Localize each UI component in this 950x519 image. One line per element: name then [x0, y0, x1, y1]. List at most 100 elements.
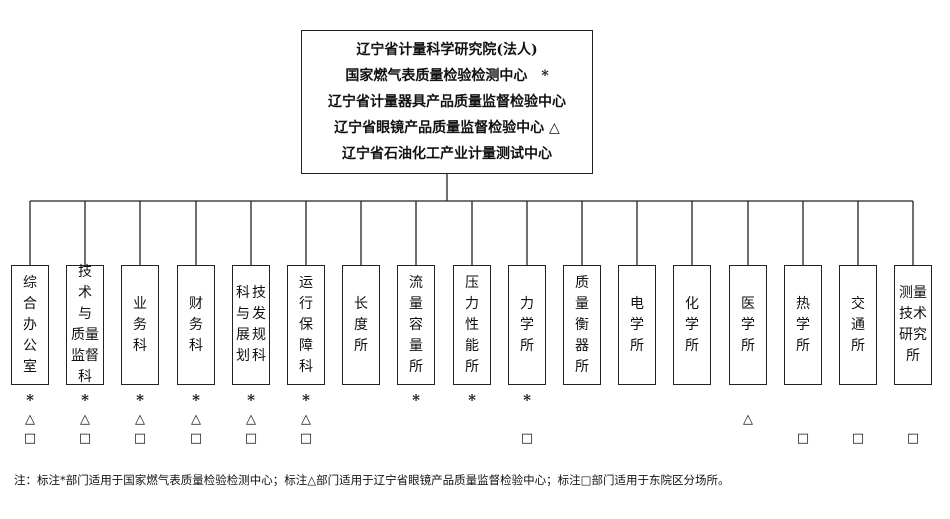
- department-label-char: 长: [354, 295, 368, 312]
- department-label-char: 度: [354, 316, 368, 333]
- department-mark-tri: △: [743, 412, 753, 427]
- department-box: 压力性能所: [453, 265, 491, 385]
- department-mark-star: *: [26, 391, 34, 409]
- department-label-char: 容: [409, 316, 423, 333]
- department-label-char: 与: [78, 306, 92, 322]
- department-mark-box: □: [189, 431, 203, 446]
- department-mark-box: □: [78, 431, 92, 446]
- department-label-char: 所: [741, 337, 755, 354]
- department-label-char: 办: [23, 316, 37, 333]
- root-organization-box: 辽宁省计量科学研究院(法人)国家燃气表质量检验检测中心 *辽宁省计量器具产品质量…: [301, 30, 593, 174]
- department-label-char: 术: [78, 285, 92, 301]
- department-label-char: 所: [465, 358, 479, 375]
- department-label-char: 科: [189, 337, 203, 354]
- department-label-char: 展: [236, 327, 250, 343]
- department-box: 综合办公室: [11, 265, 49, 385]
- department-label-char: 质: [575, 274, 589, 291]
- root-title-line: 辽宁省眼镜产品质量监督检验中心 △: [334, 120, 560, 136]
- department-label-char: 技: [78, 264, 92, 280]
- department-box: 业务科: [121, 265, 159, 385]
- department-box: 测量技术研究所: [894, 265, 932, 385]
- department-label-char: 学: [796, 316, 810, 333]
- department-label-char: 量: [409, 337, 423, 354]
- department-label-char: 力: [465, 295, 479, 312]
- department-mark-star: *: [81, 391, 89, 409]
- department-mark-box: □: [520, 431, 534, 446]
- department-mark-box: □: [23, 431, 37, 446]
- department-label-char: 量: [575, 295, 589, 312]
- department-mark-box: □: [133, 431, 147, 446]
- department-label-char: 监督: [71, 348, 99, 364]
- department-mark-box: □: [796, 431, 810, 446]
- department-label-char: 发: [252, 306, 266, 322]
- department-label-char: 所: [851, 337, 865, 354]
- department-box: 质量衡器所: [563, 265, 601, 385]
- department-mark-box: □: [851, 431, 865, 446]
- department-label-char: 化: [685, 295, 699, 312]
- department-box: 运行保障科: [287, 265, 325, 385]
- department-label-char: 测量: [899, 285, 927, 301]
- department-label-char: 科: [252, 348, 266, 364]
- department-label-char: 科: [133, 337, 147, 354]
- department-label-char: 划: [236, 348, 250, 364]
- department-label-char: 压: [465, 274, 479, 291]
- department-mark-tri: △: [246, 412, 256, 427]
- department-label-char: 衡: [575, 316, 589, 333]
- department-label-char: 学: [685, 316, 699, 333]
- department-label-char: 学: [520, 316, 534, 333]
- department-label-char: 合: [23, 295, 37, 312]
- department-mark-star: *: [136, 391, 144, 409]
- department-label-char: 所: [520, 337, 534, 354]
- department-box: 医学所: [729, 265, 767, 385]
- department-label-char: 所: [354, 337, 368, 354]
- department-label-char: 障: [299, 337, 313, 354]
- department-mark-star: *: [523, 391, 531, 409]
- root-title-line: 辽宁省石油化工产业计量测试中心: [342, 146, 552, 162]
- department-label-char: 研究: [899, 327, 927, 343]
- department-box: 财务科: [177, 265, 215, 385]
- root-title-line: 辽宁省计量科学研究院(法人): [356, 42, 538, 58]
- department-mark-tri: △: [135, 412, 145, 427]
- department-box: 科与展划技发规科: [232, 265, 270, 385]
- department-box: 电学所: [618, 265, 656, 385]
- department-box: 长度所: [342, 265, 380, 385]
- department-mark-box: □: [244, 431, 258, 446]
- department-label-char: 行: [299, 295, 313, 312]
- department-label-char: 室: [23, 358, 37, 375]
- department-label-char: 运: [299, 274, 313, 291]
- department-mark-tri: △: [25, 412, 35, 427]
- department-mark-star: *: [468, 391, 476, 409]
- department-label-char: 交: [851, 295, 865, 312]
- department-label-char: 流: [409, 274, 423, 291]
- department-label-char: 科: [299, 358, 313, 375]
- department-label-char: 所: [409, 358, 423, 375]
- department-mark-star: *: [302, 391, 310, 409]
- department-label-char: 热: [796, 295, 810, 312]
- department-mark-box: □: [906, 431, 920, 446]
- department-mark-star: *: [247, 391, 255, 409]
- department-label-char: 与: [236, 306, 250, 322]
- department-label-char: 性: [465, 316, 479, 333]
- department-label-char: 量: [409, 295, 423, 312]
- department-label-char: 学: [630, 316, 644, 333]
- department-label-char: 通: [851, 316, 865, 333]
- department-box: 交通所: [839, 265, 877, 385]
- department-box: 技术与质量监督科: [66, 264, 104, 385]
- department-label-char: 所: [575, 358, 589, 375]
- department-label-char: 医: [741, 295, 755, 312]
- department-mark-star: *: [412, 391, 420, 409]
- department-label-char: 科: [236, 285, 250, 301]
- department-box: 热学所: [784, 265, 822, 385]
- department-label-char: 务: [133, 316, 147, 333]
- department-label-char: 能: [465, 337, 479, 354]
- department-mark-tri: △: [301, 412, 311, 427]
- department-box: 化学所: [673, 265, 711, 385]
- department-label-char: 技术: [899, 306, 927, 322]
- department-label-char: 综: [23, 274, 37, 291]
- footnote: 注：标注*部门适用于国家燃气表质量检验检测中心；标注△部门适用于辽宁省眼镜产品质…: [14, 473, 730, 487]
- department-box: 流量容量所: [397, 265, 435, 385]
- department-label-char: 器: [575, 337, 589, 354]
- department-label-char: 所: [685, 337, 699, 354]
- department-label-char: 技: [252, 285, 266, 301]
